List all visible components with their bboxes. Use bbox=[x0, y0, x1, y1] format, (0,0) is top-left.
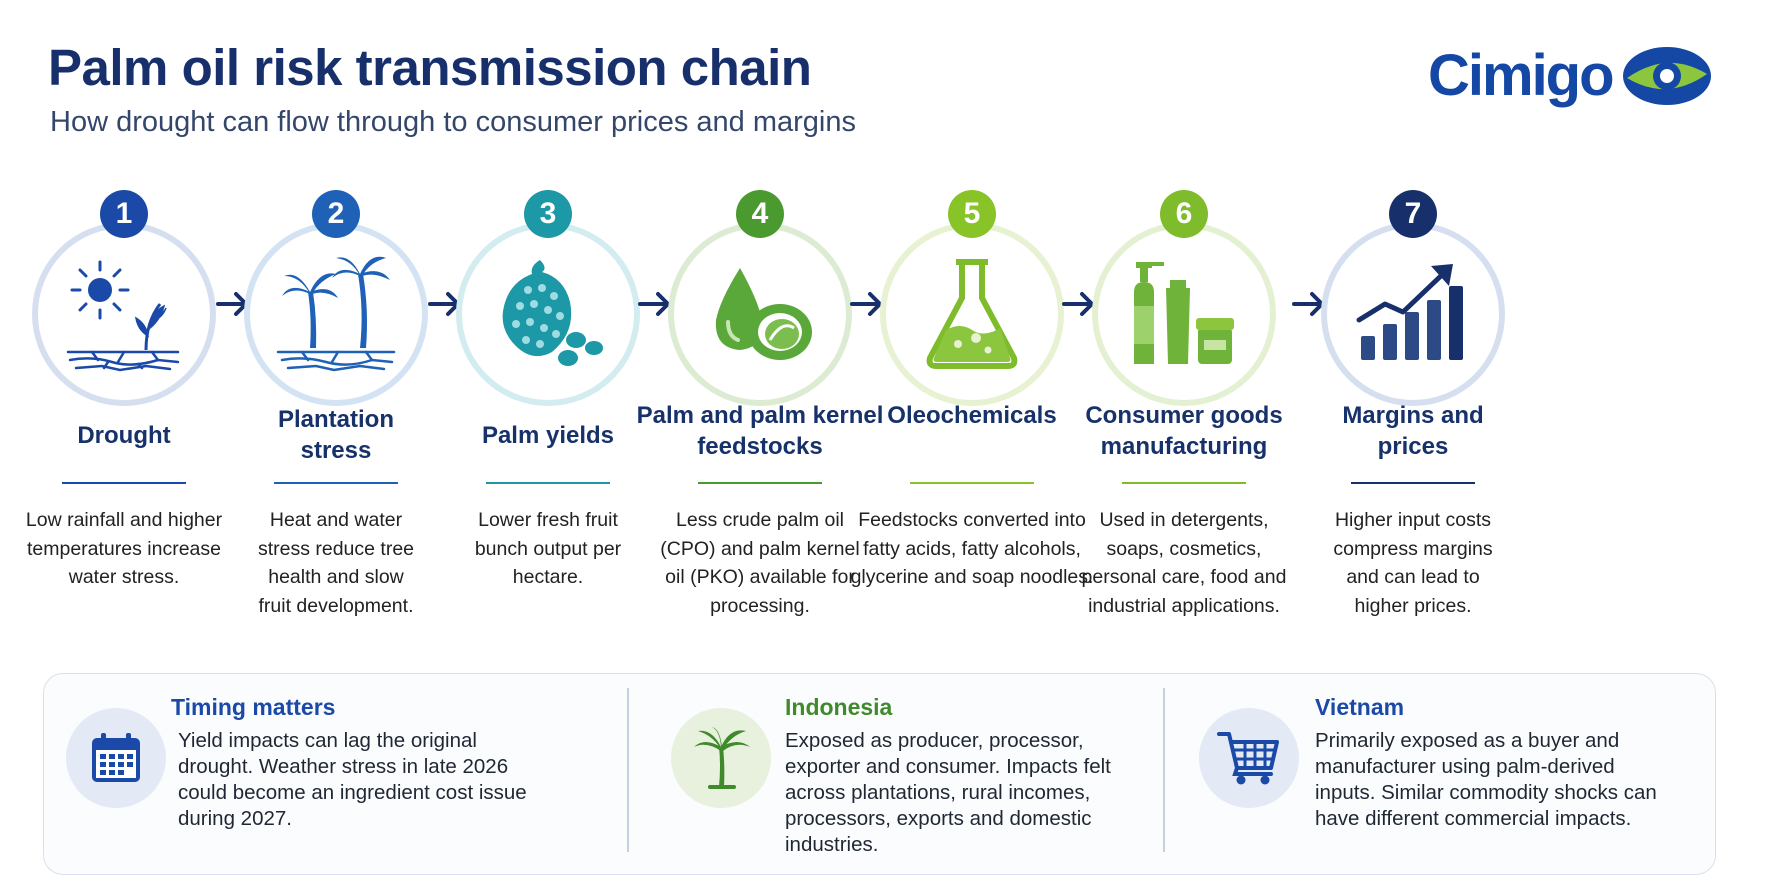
step-number-badge: 3 bbox=[524, 190, 572, 238]
step-description: Higher input costs compress margins and … bbox=[1333, 509, 1493, 617]
shopping-cart-icon-badge bbox=[1199, 708, 1299, 808]
step-number-badge: 1 bbox=[100, 190, 148, 238]
step-divider bbox=[274, 482, 398, 484]
step-title: Consumer goods manufacturing bbox=[1085, 402, 1283, 460]
panel-heading-timing: Timing matters bbox=[171, 694, 336, 720]
panel-text-vietnam: Primarily exposed as a buyer and manufac… bbox=[1315, 729, 1657, 830]
panel-divider bbox=[1163, 688, 1165, 852]
logo-text: Cimigo bbox=[1428, 43, 1615, 108]
step-description: Less crude palm oil (CPO) and palm kerne… bbox=[660, 509, 860, 617]
context-panel bbox=[43, 673, 1716, 875]
panel-text-timing: Yield impacts can lag the original droug… bbox=[178, 729, 527, 830]
eye-logo-icon bbox=[1623, 47, 1711, 105]
step-number-badge: 2 bbox=[312, 190, 360, 238]
step-divider bbox=[62, 482, 186, 484]
step-title: Margins and prices bbox=[1342, 402, 1484, 460]
oil-drop-kernel-icon bbox=[715, 268, 812, 360]
fruit-bunch-icon bbox=[502, 260, 603, 366]
step-title: Oleochemicals bbox=[887, 402, 1057, 429]
step-title: Palm yields bbox=[481, 422, 615, 449]
calendar-icon-badge bbox=[66, 708, 166, 808]
step-description: Lower fresh fruit bunch output per hecta… bbox=[474, 509, 622, 588]
step-ring bbox=[668, 222, 852, 406]
step-divider bbox=[1351, 482, 1475, 484]
step-number-badge: 4 bbox=[736, 190, 784, 238]
step-description: Low rainfall and higher temperatures inc… bbox=[25, 509, 223, 588]
panel-heading-vietnam: Vietnam bbox=[1315, 694, 1405, 720]
step-divider bbox=[486, 482, 610, 484]
page-title: Palm oil risk transmission chain bbox=[48, 39, 812, 96]
calendar-icon bbox=[92, 733, 140, 782]
page-subtitle: How drought can flow through to consumer… bbox=[50, 106, 856, 138]
palm-tree-icon-badge bbox=[671, 708, 771, 808]
flask-icon bbox=[926, 259, 1018, 369]
panel-divider bbox=[627, 688, 629, 852]
step-title: Plantation stress bbox=[277, 406, 394, 464]
bottles-icon bbox=[1134, 262, 1234, 364]
step-title: Palm and palm kernel feedstocks bbox=[636, 402, 884, 460]
step-divider bbox=[910, 482, 1034, 484]
panel-heading-indonesia: Indonesia bbox=[785, 694, 893, 720]
step-title: Drought bbox=[77, 422, 171, 449]
palm-tree-icon bbox=[694, 727, 750, 789]
step-number-badge: 5 bbox=[948, 190, 996, 238]
brand-logo: Cimigo bbox=[1428, 38, 1718, 118]
step-ring bbox=[880, 222, 1064, 406]
step-description: Heat and water stress reduce tree health… bbox=[257, 509, 415, 617]
step-number-badge: 7 bbox=[1389, 190, 1437, 238]
palm-trees-icon bbox=[276, 256, 396, 372]
step-number-badge: 6 bbox=[1160, 190, 1208, 238]
step-divider bbox=[698, 482, 822, 484]
step-description: Used in detergents, soaps, cosmetics, pe… bbox=[1081, 509, 1287, 617]
drought-icon bbox=[66, 260, 180, 372]
rising-chart-icon bbox=[1356, 264, 1463, 360]
step-description: Feedstocks converted into fatty acids, f… bbox=[850, 509, 1094, 588]
shopping-cart-icon bbox=[1217, 732, 1279, 785]
step-divider bbox=[1122, 482, 1246, 484]
panel-text-indonesia: Exposed as producer, processor, exporter… bbox=[785, 729, 1111, 856]
